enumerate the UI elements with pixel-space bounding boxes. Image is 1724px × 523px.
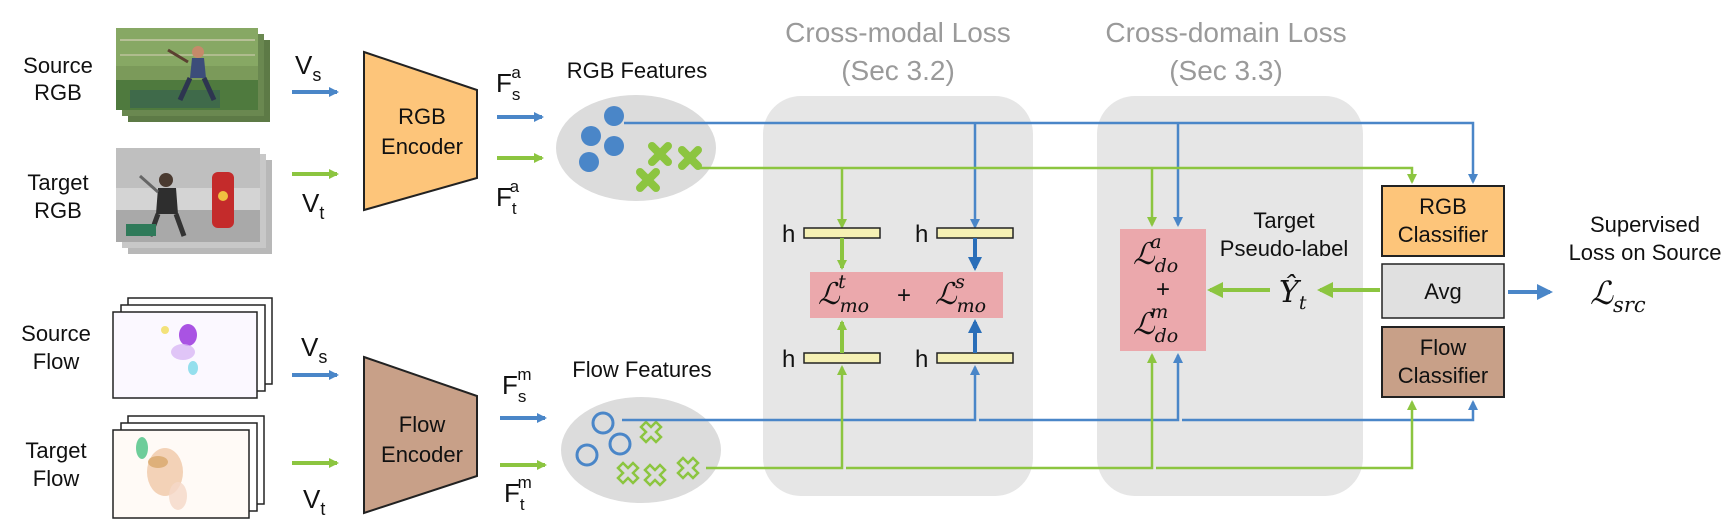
cross-modal-plus: + [897, 282, 911, 309]
avg-box [1381, 263, 1505, 319]
head-label: h [782, 346, 795, 373]
cross-domain-sec: (Sec 3.3) [1169, 55, 1283, 86]
cross-domain-title: Cross-domain Loss [1105, 17, 1346, 48]
cross-modal-loss-s: ℒmos [935, 271, 986, 317]
source-flow-frames [112, 297, 273, 399]
flow-source-point [608, 432, 632, 456]
ft-m-label: Ftm [504, 473, 532, 514]
vt-rgb-label: Vt [302, 188, 324, 223]
fs-a-label: Fsa [496, 63, 521, 104]
target-flow-frames [112, 415, 265, 519]
flow-features-cloud [561, 397, 721, 503]
rgb-target-route [700, 166, 1417, 229]
flow-classifier [1381, 326, 1505, 398]
avg-label: Avg [1424, 279, 1462, 304]
rgb-features-label: RGB Features [567, 58, 708, 83]
vs-flow-label: Vs [301, 332, 327, 367]
flow-source-point [575, 443, 599, 467]
projection-head [803, 227, 881, 239]
projection-head [803, 352, 881, 364]
rgb-features-cloud [556, 95, 716, 201]
head-label: h [782, 221, 795, 248]
rgb-source-point [604, 136, 624, 156]
cross-domain-loss-box [1120, 229, 1206, 351]
flow-encoder [363, 355, 478, 515]
rgb-source-point [579, 152, 599, 172]
flow-source-point [591, 411, 615, 435]
cross-domain-plus: + [1156, 276, 1170, 303]
cross-domain-panel [1097, 96, 1363, 496]
flow-features-label: Flow Features [572, 357, 711, 382]
cross-modal-loss-box [810, 272, 1003, 318]
pseudo-label-symbol: Ŷt [1279, 274, 1307, 314]
supervised-loss-symbol: ℒsrc [1590, 274, 1646, 317]
cross-domain-loss-m: ℒdom [1133, 301, 1178, 347]
projection-head [936, 352, 1014, 364]
source-rgb-frames [116, 28, 270, 122]
target-rgb-frames [116, 148, 272, 254]
rgb-source-route [624, 121, 1478, 229]
rgb-target-points [636, 142, 702, 192]
flow-source-route [622, 353, 1478, 422]
rgb-encoder [363, 50, 478, 212]
cross-modal-title: Cross-modal Loss [785, 17, 1011, 48]
vt-flow-label: Vt [303, 484, 325, 519]
flow-target-route [706, 353, 1417, 470]
fs-m-label: Fsm [502, 365, 532, 406]
projection-head [936, 227, 1014, 239]
head-label: h [915, 346, 928, 373]
cross-domain-loss-a: ℒdoa [1133, 231, 1178, 277]
cross-modal-loss-t: ℒmot [818, 271, 869, 317]
rgb-source-point [581, 126, 601, 146]
rgb-classifier [1381, 185, 1505, 257]
vs-rgb-label: Vs [295, 50, 321, 85]
head-label: h [915, 221, 928, 248]
cross-modal-sec: (Sec 3.2) [841, 55, 955, 86]
flow-target-points [616, 420, 700, 487]
ft-a-label: Fta [496, 177, 520, 218]
rgb-source-point [604, 106, 624, 126]
